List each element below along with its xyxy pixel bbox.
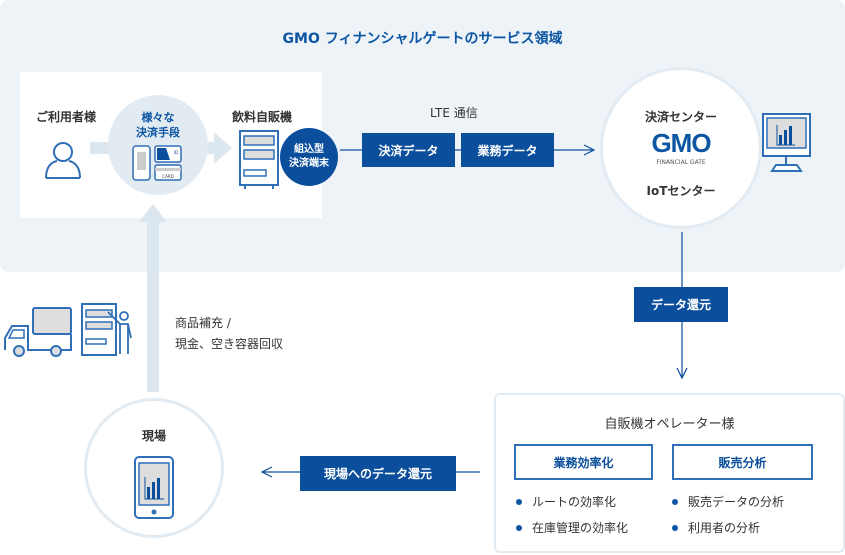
replenish-line2: 現金、空き容器回収 xyxy=(175,337,284,351)
user-icon xyxy=(45,142,81,179)
vending-machine-icon xyxy=(239,130,279,189)
gmo-logo-sub: FINANCIAL GATE xyxy=(656,159,706,166)
badge-line2: 決済端末 xyxy=(289,158,329,169)
payment-methods-line1: 様々な xyxy=(141,111,175,124)
list-item: ルートの効率化 xyxy=(516,493,616,510)
badge-line1: 組込型 xyxy=(294,144,324,155)
credit-card-text: CARD xyxy=(162,174,173,179)
list-item: 在庫管理の効率化 xyxy=(516,519,628,536)
center-circle xyxy=(600,67,762,229)
user-label: ご利用者様 xyxy=(36,110,97,124)
truck-and-worker-icon xyxy=(4,303,132,357)
list-item: 販売データの分析 xyxy=(672,493,784,510)
replenish-line1: 商品補充 / xyxy=(175,316,231,330)
data-return-box: データ還元 xyxy=(634,287,728,322)
embedded-terminal-badge: 組込型 決済端末 xyxy=(280,128,338,186)
sales-analysis-heading: 販売分析 xyxy=(672,444,813,480)
lte-label: LTE 通信 xyxy=(430,106,478,120)
id-card-text: ID xyxy=(174,150,178,155)
field-return-box: 現場へのデータ還元 xyxy=(300,456,456,491)
diagram-title: GMO フィナンシャルゲートのサービス領域 xyxy=(282,31,563,47)
tablet-chart-icon xyxy=(134,456,174,519)
payment-data-box: 決済データ xyxy=(362,133,455,167)
replenish-up-arrow xyxy=(139,204,167,392)
vending-label: 飲料自販機 xyxy=(232,110,293,124)
operator-title: 自販機オペレーター様 xyxy=(604,417,735,432)
field-label: 現場 xyxy=(141,429,166,443)
efficiency-heading: 業務効率化 xyxy=(514,444,653,480)
payment-center-label: 決済センター xyxy=(644,110,717,124)
phone-and-card-icons: ID CARD xyxy=(132,145,182,181)
payment-methods-line2: 決済手段 xyxy=(136,126,180,139)
replenish-text: 商品補充 / 現金、空き容器回収 xyxy=(175,313,283,355)
list-item: 利用者の分析 xyxy=(672,519,760,536)
business-data-box: 業務データ xyxy=(461,133,554,167)
gmo-logo: GMO xyxy=(651,128,711,158)
iot-center-label: IoTセンター xyxy=(646,184,716,198)
monitor-chart-icon xyxy=(762,113,811,172)
